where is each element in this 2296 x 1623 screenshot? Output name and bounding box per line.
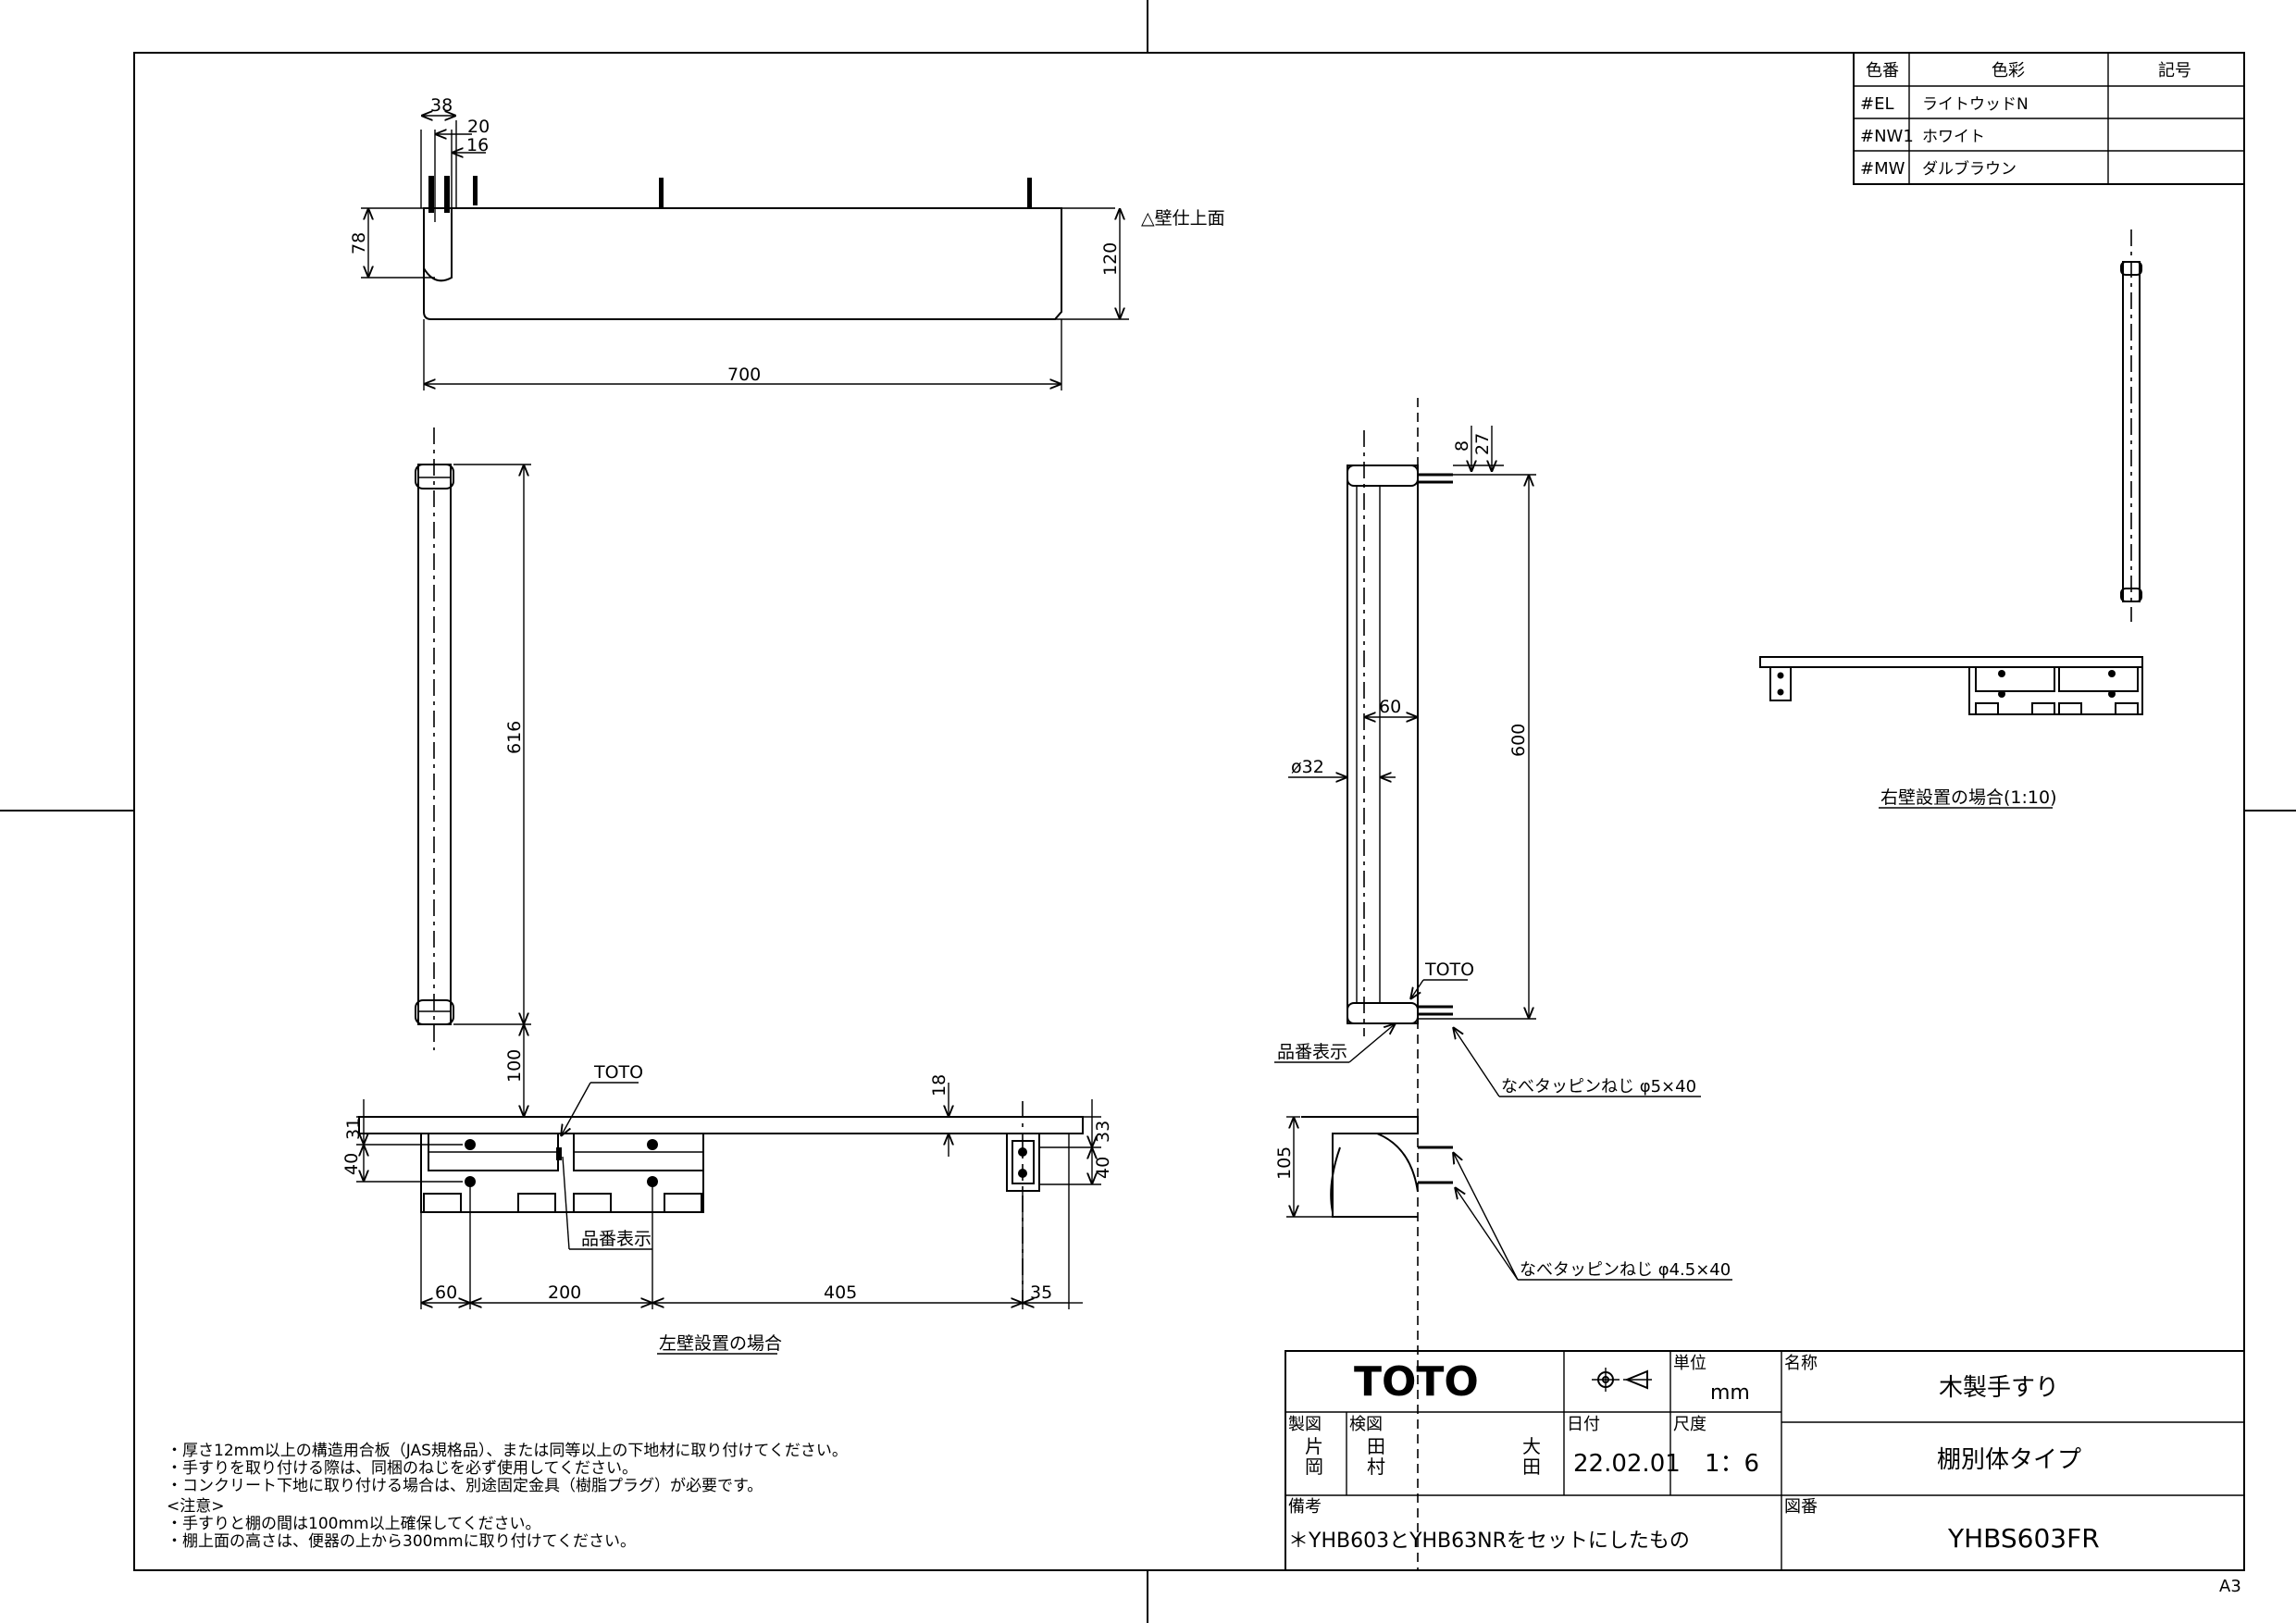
remarks-value: ＊YHB603とYHB63NRをセットにしたもの (1288, 1530, 1690, 1553)
color-table: 色番 色彩 記号 #EL ライトウッドN #NW1 ホワイト #MW ダルブラウ… (1853, 52, 2245, 185)
name-label: 名称 (1784, 1354, 1818, 1373)
dim-16: 16 (466, 135, 489, 155)
dim-18: 18 (929, 1074, 949, 1096)
color-name-mw: ダルブラウン (1922, 159, 2017, 179)
note-line-5: ・棚上面の高さは、便器の上から300mmに取り付けてください。 (167, 1532, 636, 1551)
color-table-header-color: 色彩 (1992, 61, 2025, 81)
note-line-3: ・コンクリート下地に取り付ける場合は、別途固定金具（樹脂プラグ）が必要です。 (167, 1477, 763, 1495)
dim-120: 120 (1100, 242, 1121, 276)
drawn-value-1: 片 (1305, 1435, 1323, 1457)
title-logo: TOTO (1354, 1358, 1479, 1406)
dim-105: 105 (1274, 1146, 1295, 1180)
color-code-mw: #MW (1860, 159, 1905, 179)
color-table-header-mark: 記号 (2158, 61, 2191, 81)
screw-label-2: なべタッピンねじ φ4.5×40 (1520, 1260, 1731, 1280)
side-part-label: 品番表示 (1277, 1042, 1347, 1062)
dim-600: 600 (1508, 724, 1529, 757)
dim-700: 700 (727, 365, 761, 385)
right-wall-view: 右壁設置の場合(1:10) (1759, 229, 2143, 809)
note-line-4: ・手すりと棚の間は100mm以上確保してください。 (167, 1515, 541, 1533)
notes-block: ・厚さ12mm以上の構造用合板（JAS規格品）、または同等以上の下地材に取り付け… (167, 1442, 848, 1551)
title-block: TOTO 単位 mm 名称 木製手すり 棚別体タイプ 製図 片 岡 検図 田 村… (1285, 1350, 2245, 1571)
side-toto-label: TOTO (1424, 960, 1474, 980)
top-view: 38 20 16 78 120 △壁仕上面 700 (349, 95, 1225, 390)
drawn-label: 製図 (1288, 1415, 1322, 1434)
drawing-number-label: 図番 (1784, 1497, 1818, 1517)
drawn-value-2: 岡 (1305, 1456, 1323, 1478)
remarks-label: 備考 (1288, 1497, 1322, 1517)
dim-40-left: 40 (341, 1153, 362, 1175)
dim-616: 616 (504, 721, 525, 754)
projection-symbol-icon (1592, 1368, 1652, 1392)
unit-value: mm (1710, 1381, 1750, 1405)
unit-label: 単位 (1673, 1354, 1706, 1373)
dim-31: 31 (343, 1118, 364, 1140)
color-code-el: #EL (1860, 94, 1893, 114)
dim-27: 27 (1472, 433, 1493, 455)
right-wall-caption: 右壁設置の場合(1:10) (1880, 787, 2057, 808)
note-line-1: ・厚さ12mm以上の構造用合板（JAS規格品）、または同等以上の下地材に取り付け… (167, 1442, 848, 1460)
drawing-border (133, 52, 2245, 1571)
dim-dia32: ø32 (1291, 757, 1324, 777)
wall-surface-label: △壁仕上面 (1141, 208, 1225, 229)
checked-value-2: 村 (1367, 1456, 1385, 1478)
checked-value-1: 田 (1367, 1435, 1385, 1457)
dim-8: 8 (1452, 440, 1472, 452)
front-toto-label: TOTO (593, 1062, 643, 1083)
dim-60-side: 60 (1379, 697, 1401, 717)
checked-label: 検図 (1349, 1415, 1383, 1434)
color-code-nw1: #NW1 (1860, 127, 1914, 146)
subname-value: 棚別体タイプ (1937, 1446, 2081, 1474)
dim-35: 35 (1030, 1282, 1052, 1303)
dim-38: 38 (430, 95, 453, 116)
date-label: 日付 (1567, 1415, 1600, 1434)
dim-200: 200 (548, 1282, 581, 1303)
front-part-label: 品番表示 (581, 1229, 652, 1249)
dim-100: 100 (504, 1049, 525, 1083)
dim-78: 78 (349, 232, 369, 254)
color-table-header-code: 色番 (1866, 61, 1899, 81)
note-line-2: ・手すりを取り付ける際は、同梱のねじを必ず使用してください。 (167, 1458, 638, 1478)
dim-40-right: 40 (1093, 1157, 1113, 1179)
front-view: 616 100 TOTO (341, 427, 1113, 1355)
checked-value-4: 田 (1522, 1456, 1541, 1478)
drawing-number-value: YHBS603FR (1947, 1523, 2100, 1554)
name-value: 木製手すり (1939, 1374, 2059, 1402)
sheet-size: A3 (2219, 1577, 2241, 1596)
scale-value: 1：6 (1705, 1450, 1759, 1478)
dim-405: 405 (824, 1282, 857, 1303)
left-wall-caption: 左壁設置の場合 (659, 1333, 782, 1354)
dim-60-bottom: 60 (435, 1282, 457, 1303)
side-view: 8 27 600 60 ø32 TOTO 品番表示 なべタッピンねじ φ5×40 (1274, 398, 1732, 1570)
scale-label: 尺度 (1673, 1415, 1706, 1434)
dim-33: 33 (1093, 1121, 1113, 1143)
date-value: 22.02.01 (1573, 1450, 1681, 1478)
color-name-nw1: ホワイト (1922, 128, 1985, 146)
screw-label-1: なべタッピンねじ φ5×40 (1501, 1077, 1696, 1096)
color-name-el: ライトウッドN (1922, 95, 2029, 114)
checked-value-3: 大 (1522, 1435, 1541, 1457)
note-caution-heading: <注意> (167, 1497, 225, 1516)
dim-20: 20 (467, 117, 490, 137)
